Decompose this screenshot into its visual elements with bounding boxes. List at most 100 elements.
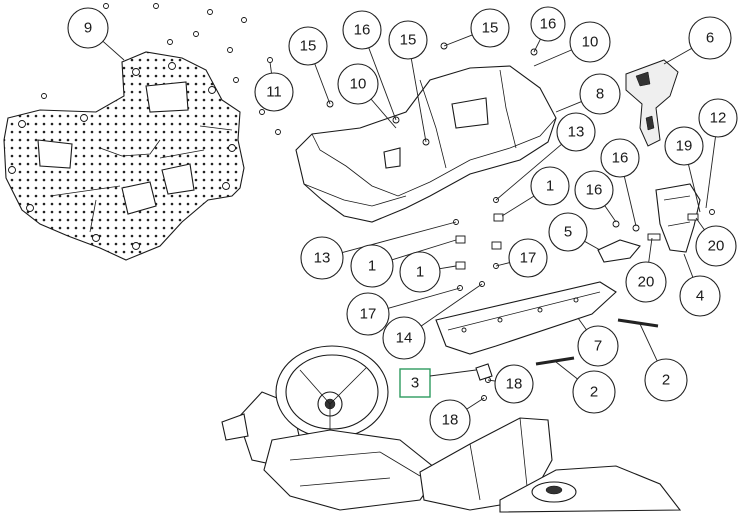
mat-bolts: [8, 62, 236, 250]
callout-leader-line: [648, 237, 653, 263]
callout-leader-line: [683, 253, 694, 278]
callout-5[interactable]: 5: [548, 212, 601, 252]
part-7-plate: [435, 281, 617, 355]
callout-circle: [569, 21, 611, 63]
callout-20[interactable]: 20: [695, 217, 737, 267]
callout-10[interactable]: 10: [533, 21, 611, 67]
callout-16[interactable]: 16: [342, 10, 397, 121]
callout-label: 6: [706, 30, 714, 47]
callout-circle: [664, 126, 704, 166]
callout-label: 14: [396, 330, 413, 347]
callout-11[interactable]: 11: [254, 61, 294, 112]
callout-label: 1: [546, 178, 554, 195]
callout-3-highlighted[interactable]: 3: [399, 368, 477, 398]
callout-13[interactable]: 13: [495, 112, 596, 201]
callout-20[interactable]: 20: [625, 237, 667, 303]
callout-17[interactable]: 17: [346, 287, 461, 336]
callout-label: 18: [506, 376, 523, 393]
callout-12[interactable]: 12: [698, 98, 738, 209]
callout-leader-line: [314, 63, 331, 105]
callout-1[interactable]: 1: [350, 239, 457, 288]
callout-circle: [679, 275, 721, 317]
part-6-bracket: [625, 59, 679, 147]
callout-9[interactable]: 9: [67, 7, 125, 61]
callout-label: 7: [594, 338, 602, 355]
callout-label: 16: [540, 16, 557, 33]
callout-label: 4: [696, 288, 704, 305]
callout-label: 12: [710, 110, 727, 127]
callout-label: 16: [354, 22, 371, 39]
callout-circle: [572, 370, 616, 414]
highlight-box: [399, 368, 431, 398]
callout-leader-line: [604, 205, 617, 223]
callout-label: 17: [360, 306, 377, 323]
callout-19[interactable]: 19: [664, 126, 704, 213]
callout-leader-line: [695, 217, 705, 230]
callout-16[interactable]: 16: [530, 6, 566, 53]
callout-7[interactable]: 7: [577, 317, 619, 367]
callout-circle: [288, 26, 328, 66]
callout-leader-line: [623, 176, 637, 227]
callout-14[interactable]: 14: [382, 283, 483, 360]
callout-15[interactable]: 15: [443, 8, 510, 48]
callout-1[interactable]: 1: [501, 166, 570, 217]
callout-circle: [494, 364, 534, 404]
callout-circle: [625, 261, 667, 303]
callout-4[interactable]: 4: [679, 253, 721, 317]
callout-leader-line: [269, 61, 272, 74]
callout-leader-line: [555, 101, 582, 113]
callout-circle: [574, 170, 614, 210]
steering-dashboard-assembly: [221, 345, 682, 513]
callout-label: 16: [612, 150, 629, 167]
callout-leader-line: [342, 221, 457, 253]
callout-16[interactable]: 16: [574, 170, 617, 223]
callout-8[interactable]: 8: [555, 73, 621, 115]
callout-6[interactable]: 6: [663, 16, 732, 65]
callout-label-3: 3: [411, 375, 419, 392]
callout-15[interactable]: 15: [388, 20, 428, 143]
callout-leader-line: [639, 323, 658, 362]
loose-fasteners: [41, 3, 281, 135]
callout-18[interactable]: 18: [429, 397, 485, 441]
callout-1[interactable]: 1: [399, 251, 457, 293]
part-2-rods: [535, 318, 659, 366]
callout-leader-line: [102, 40, 125, 61]
callout-leader-line: [391, 239, 457, 261]
callout-18[interactable]: 18: [487, 364, 534, 404]
callout-17[interactable]: 17: [495, 238, 548, 278]
callout-circle: [644, 358, 688, 402]
callout-circle: [300, 236, 344, 280]
callout-label: 15: [300, 38, 317, 55]
callout-2[interactable]: 2: [555, 361, 616, 414]
callout-2[interactable]: 2: [639, 323, 688, 402]
callout-leader-line: [439, 265, 457, 270]
callout-leader-line: [370, 98, 397, 129]
callout-circle: [254, 72, 294, 112]
callout-label: 17: [520, 250, 537, 267]
callout-leader-line: [555, 361, 578, 380]
callout-circle: [399, 251, 441, 293]
callout-label: 10: [350, 76, 367, 93]
callout-leader-line: [663, 47, 692, 65]
callout-10[interactable]: 10: [337, 63, 397, 129]
callout-circle: [508, 238, 548, 278]
callout-label: 1: [368, 258, 376, 275]
callout-circle: [337, 63, 379, 105]
callout-circle: [688, 16, 732, 60]
callout-circle: [579, 73, 621, 115]
callout-leader-line: [487, 379, 496, 382]
callout-circle: [530, 166, 570, 206]
callout-label: 1: [416, 264, 424, 281]
callout-16[interactable]: 16: [600, 138, 640, 227]
callout-13[interactable]: 13: [300, 221, 457, 280]
callout-leader-line: [688, 164, 701, 213]
callout-circle: [548, 212, 588, 252]
callout-label: 20: [638, 274, 655, 291]
part-5-hinge: [597, 220, 641, 263]
callout-15[interactable]: 15: [288, 26, 331, 105]
callout-leader-line: [533, 39, 541, 53]
callout-label: 2: [662, 372, 670, 389]
callout-label: 13: [314, 250, 331, 267]
callout-circle: [382, 316, 426, 360]
